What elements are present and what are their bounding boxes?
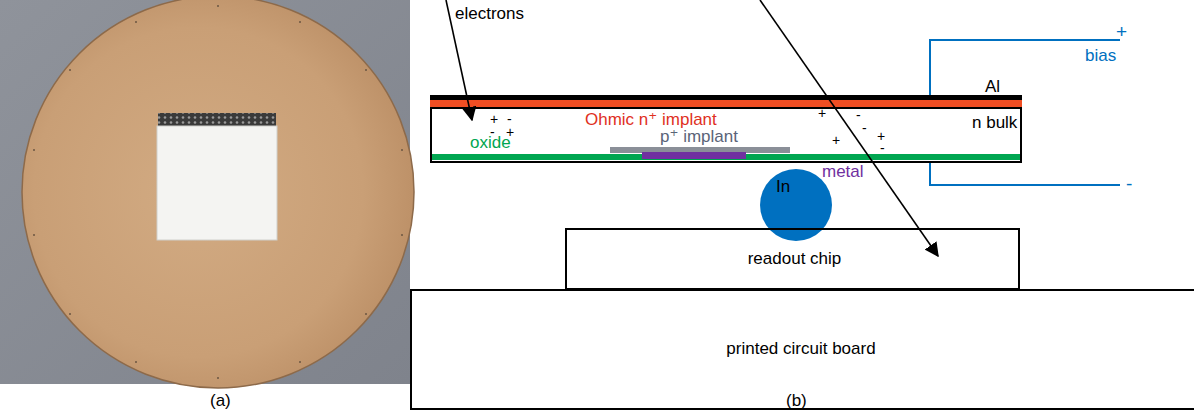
polarity-sign: - [1126,174,1132,193]
layer-label: Al [985,78,1000,95]
indium-bump: In [760,169,832,241]
bias-label: bias [1085,47,1116,64]
charge-sign: + [490,112,498,126]
board-holes [33,5,403,379]
panel-label: (a) [210,392,231,409]
layer-label: p⁺ implant [660,128,738,145]
charge-sign: + [506,125,514,139]
readout-chip-box: readout chip [565,228,1020,290]
sensor-square [157,126,277,240]
bias-wire-minus [930,162,1120,185]
node-text: printed circuit board [726,340,875,359]
panel-label: (b) [786,392,807,409]
node-text: readout chip [748,250,842,269]
charge-sign: + [832,133,840,147]
aluminium-layer [430,95,1022,100]
layer-label: metal [822,163,864,180]
charge-sign: - [507,112,512,126]
layer-label: Ohmic n⁺ implant [585,111,717,128]
readout-strip [158,113,276,127]
charge-sign: + [818,106,826,120]
metal-pad [642,152,746,159]
particle-label: electrons [455,5,524,22]
bias-wire-plus [930,40,1120,95]
charge-sign: - [490,125,495,139]
circuit-board-disc [22,0,414,388]
charge-sign: - [856,108,861,122]
node-text: In [776,178,790,197]
charge-sign: - [880,141,885,155]
node-text: n bulk [972,114,1017,133]
ohmic-implant-layer [430,100,1022,107]
electron-track [760,0,938,256]
polarity-sign: + [1116,22,1127,41]
charge-sign: - [862,121,867,135]
